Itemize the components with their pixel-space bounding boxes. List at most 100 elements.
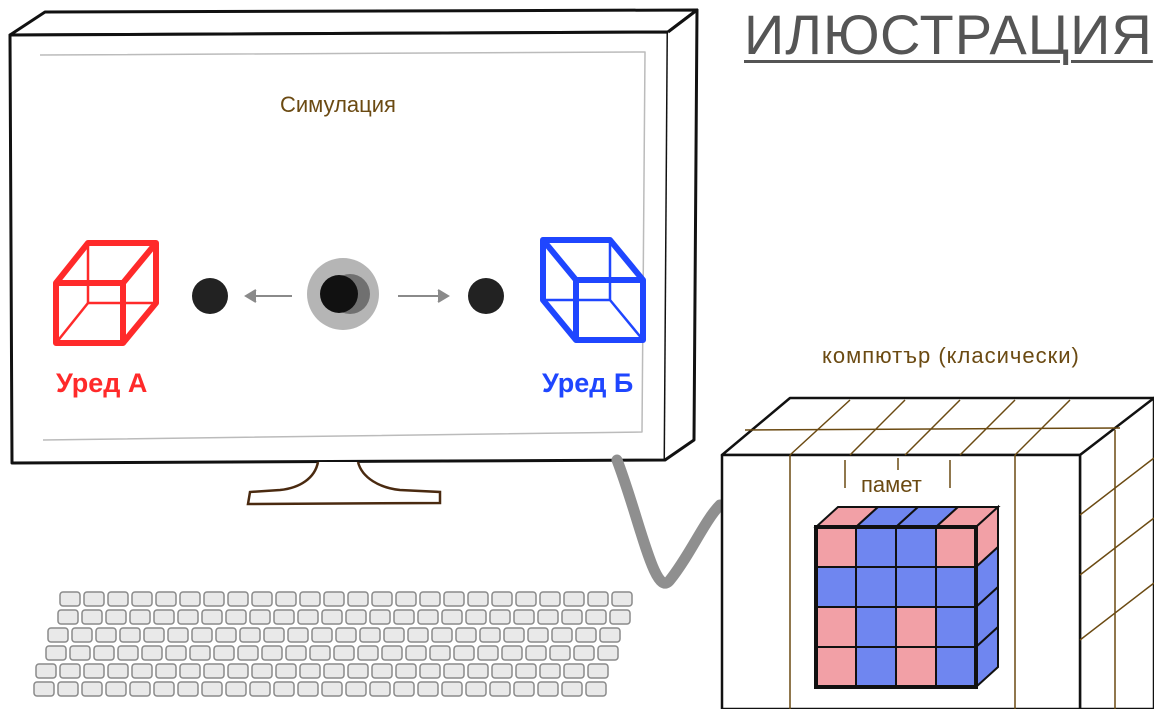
- keyboard-key: [371, 591, 393, 607]
- keyboard-key: [333, 645, 355, 661]
- keyboard-key: [395, 591, 417, 607]
- memory-cell: [855, 606, 897, 648]
- keyboard-key: [129, 681, 151, 697]
- keyboard-key: [321, 681, 343, 697]
- keyboard-key: [81, 681, 103, 697]
- keyboard-key: [515, 663, 537, 679]
- arrow-right-icon: [398, 289, 450, 303]
- keyboard-key: [117, 645, 139, 661]
- keyboard-key: [551, 627, 573, 643]
- simulation-label: Симулация: [280, 92, 396, 117]
- keyboard-key: [539, 663, 561, 679]
- keyboard-key: [345, 609, 367, 625]
- keyboard-key: [275, 591, 297, 607]
- keyboard-key: [321, 609, 343, 625]
- keyboard-key: [419, 591, 441, 607]
- keyboard-key: [69, 645, 91, 661]
- keyboard-key: [299, 591, 321, 607]
- keyboard-key: [549, 645, 571, 661]
- keyboard-key: [215, 627, 237, 643]
- keyboard-key: [513, 609, 535, 625]
- keyboard-key: [479, 627, 501, 643]
- monitor-stand: [246, 461, 442, 506]
- keyboard-key: [443, 663, 465, 679]
- keyboard-key: [33, 681, 55, 697]
- keyboard-key: [441, 609, 463, 625]
- keyboard-key: [489, 609, 511, 625]
- keyboard-key: [299, 663, 321, 679]
- keyboard-key: [405, 645, 427, 661]
- keyboard-key: [153, 609, 175, 625]
- keyboard-key: [347, 663, 369, 679]
- keyboard-key: [599, 627, 621, 643]
- device-a-label: Уред А: [56, 368, 148, 398]
- keyboard-key: [563, 663, 585, 679]
- keyboard-key: [383, 627, 405, 643]
- page-title: ИЛЮСТРАЦИЯ: [744, 3, 1153, 66]
- keyboard-key: [71, 627, 93, 643]
- keyboard-key: [191, 627, 213, 643]
- keyboard-key: [251, 663, 273, 679]
- keyboard-key: [261, 645, 283, 661]
- source-particle: [307, 258, 379, 330]
- keyboard-key: [251, 591, 273, 607]
- keyboard-key: [335, 627, 357, 643]
- keyboard-key: [131, 663, 153, 679]
- keyboard-key: [381, 645, 403, 661]
- keyboard-key: [45, 645, 67, 661]
- keyboard-key: [203, 663, 225, 679]
- keyboard-key: [165, 645, 187, 661]
- keyboard-key: [407, 627, 429, 643]
- keyboard-key: [105, 681, 127, 697]
- memory-cell: [895, 606, 937, 648]
- keyboard-key: [503, 627, 525, 643]
- keyboard-key: [465, 609, 487, 625]
- keyboard-key: [237, 645, 259, 661]
- keyboard-key: [131, 591, 153, 607]
- keyboard-key: [371, 663, 393, 679]
- memory-cell: [815, 526, 857, 568]
- memory-grid: [813, 504, 1001, 690]
- keyboard-key: [287, 627, 309, 643]
- keyboard-key: [369, 681, 391, 697]
- particle-icon: [192, 278, 228, 314]
- memory-cell: [855, 526, 897, 568]
- memory-cell: [815, 646, 857, 688]
- keyboard-key: [35, 663, 57, 679]
- keyboard-key: [345, 681, 367, 697]
- keyboard-key: [107, 591, 129, 607]
- keyboard-key: [93, 645, 115, 661]
- keyboard-key: [563, 591, 585, 607]
- memory-cell: [895, 566, 937, 608]
- keyboard-key: [573, 645, 595, 661]
- keyboard-key: [263, 627, 285, 643]
- keyboard-key: [537, 681, 559, 697]
- keyboard-key: [275, 663, 297, 679]
- keyboard-key: [225, 681, 247, 697]
- keyboard-key: [249, 609, 271, 625]
- keyboard-key: [465, 681, 487, 697]
- keyboard-key: [587, 591, 609, 607]
- keyboard-key: [129, 609, 151, 625]
- keyboard-key: [297, 609, 319, 625]
- keyboard-key: [105, 609, 127, 625]
- keyboard-key: [57, 681, 79, 697]
- keyboard-key: [323, 663, 345, 679]
- keyboard-key: [83, 663, 105, 679]
- keyboard-key: [179, 663, 201, 679]
- keyboard-key: [201, 609, 223, 625]
- keyboard-key: [177, 609, 199, 625]
- keyboard-key: [155, 591, 177, 607]
- keyboard-key: [419, 663, 441, 679]
- cube-icon: [53, 240, 159, 346]
- keyboard-key: [455, 627, 477, 643]
- cube-icon: [540, 237, 646, 343]
- keyboard-key: [167, 627, 189, 643]
- keyboard-key: [393, 609, 415, 625]
- keyboard-key: [587, 663, 609, 679]
- keyboard-key: [83, 591, 105, 607]
- keyboard-key: [213, 645, 235, 661]
- keyboard-key: [311, 627, 333, 643]
- keyboard-key: [57, 609, 79, 625]
- keyboard-key: [489, 681, 511, 697]
